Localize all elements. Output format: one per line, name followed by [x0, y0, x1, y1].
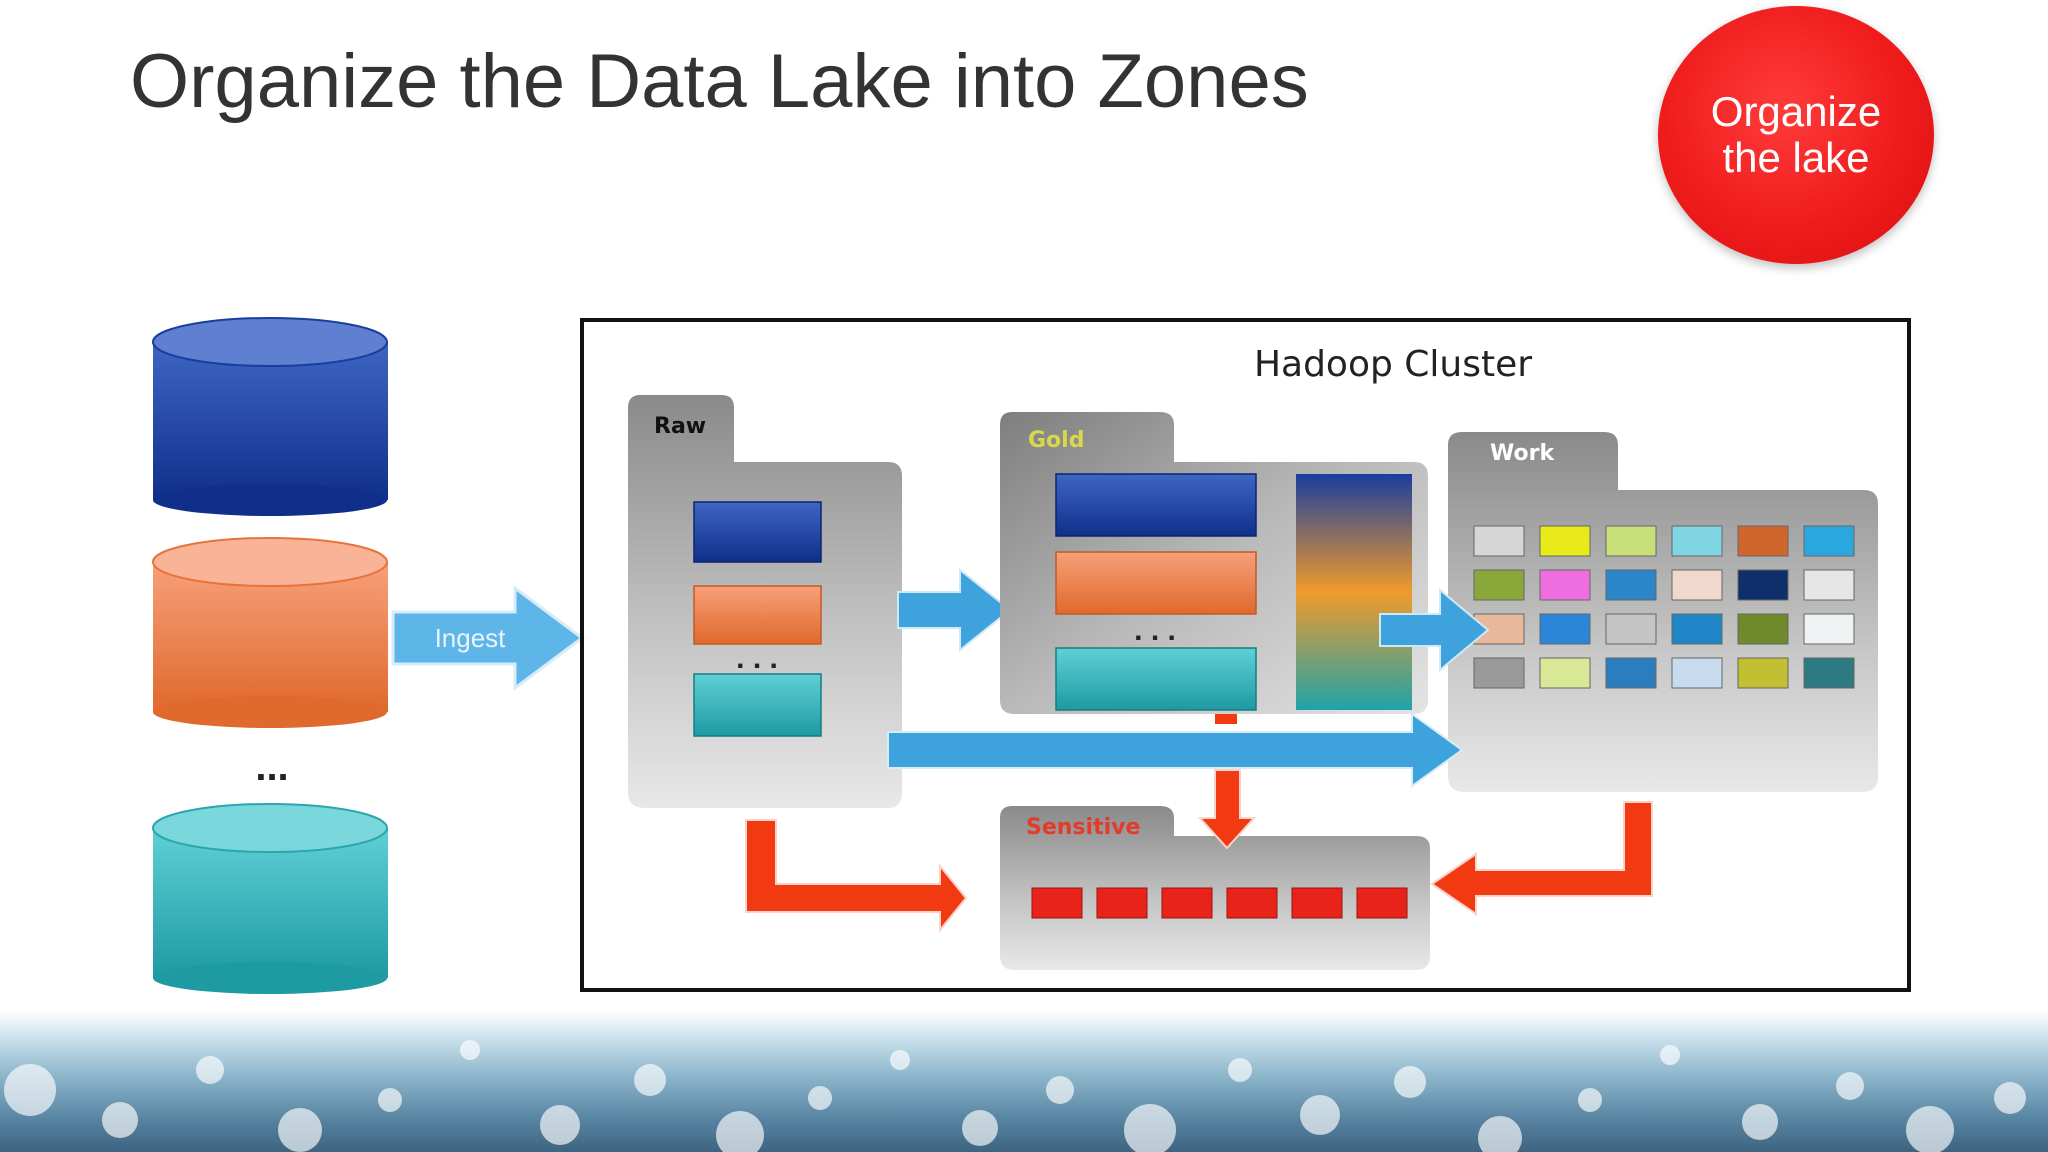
gold-zone-folder: Gold . . .	[1000, 412, 1428, 714]
work-label: Work	[1490, 441, 1555, 466]
gold-block-orange	[1055, 551, 1257, 615]
sensitive-zone-folder: Sensitive	[1000, 806, 1430, 970]
gold-gradient-bar	[1296, 474, 1412, 710]
raw-zone-folder: Raw . . .	[628, 395, 902, 808]
arrow-work-to-sensitive	[1430, 801, 1653, 916]
bokeh-dot	[1578, 1088, 1602, 1112]
bokeh-dot	[1742, 1104, 1778, 1140]
bokeh-dot	[1660, 1045, 1680, 1065]
work-block-grid	[1473, 525, 1855, 689]
work-block	[1671, 613, 1723, 645]
bokeh-dot	[1836, 1072, 1864, 1100]
work-block	[1737, 525, 1789, 557]
work-block	[1737, 613, 1789, 645]
work-block	[1473, 525, 1525, 557]
bokeh-dot	[890, 1050, 910, 1070]
bokeh-dot	[1046, 1076, 1074, 1104]
ingest-label: Ingest	[435, 623, 507, 653]
bokeh-dot	[716, 1111, 764, 1152]
bokeh-dot	[634, 1064, 666, 1096]
work-block	[1605, 657, 1657, 689]
sensitive-block	[1031, 887, 1083, 919]
work-block	[1803, 657, 1855, 689]
work-block	[1473, 657, 1525, 689]
work-block	[1671, 657, 1723, 689]
gold-block-teal	[1055, 647, 1257, 711]
work-block	[1539, 657, 1591, 689]
bokeh-dot	[4, 1064, 56, 1116]
bokeh-dot	[1994, 1082, 2026, 1114]
ingest-arrow: Ingest	[391, 585, 585, 691]
bokeh-dot	[1300, 1095, 1340, 1135]
work-block	[1737, 657, 1789, 689]
raw-ellipsis: . . .	[736, 642, 778, 675]
work-zone-folder: Work	[1448, 432, 1878, 792]
work-block	[1605, 569, 1657, 601]
slide-title: Organize the Data Lake into Zones	[130, 39, 1309, 124]
sensitive-block	[1096, 887, 1148, 919]
bokeh-dot	[278, 1108, 322, 1152]
work-block	[1605, 525, 1657, 557]
bokeh-dot	[808, 1086, 832, 1110]
work-block	[1671, 525, 1723, 557]
gold-block-blue	[1055, 473, 1257, 537]
sensitive-label: Sensitive	[1026, 815, 1140, 840]
bokeh-dot	[1478, 1116, 1522, 1152]
sensitive-block	[1161, 887, 1213, 919]
bokeh-dot	[1228, 1058, 1252, 1082]
source-ellipsis: ...	[255, 745, 288, 789]
raw-block-blue	[693, 501, 822, 563]
hadoop-cluster-title: Hadoop Cluster	[1254, 344, 1532, 385]
work-block	[1473, 569, 1525, 601]
raw-label: Raw	[654, 414, 706, 439]
work-block	[1803, 569, 1855, 601]
bokeh-background-strip	[0, 1010, 2048, 1152]
arrow-raw-to-sensitive	[745, 819, 968, 933]
work-block	[1803, 525, 1855, 557]
bokeh-dot	[1124, 1104, 1176, 1152]
work-block	[1539, 569, 1591, 601]
bokeh-dot	[102, 1102, 138, 1138]
work-block	[1539, 525, 1591, 557]
gold-label: Gold	[1028, 428, 1084, 453]
organize-lake-badge: Organize the lake	[1658, 6, 1934, 264]
bokeh-dot	[196, 1056, 224, 1084]
gold-ellipsis: . . .	[1134, 614, 1176, 647]
arrow-gold-to-work	[1379, 587, 1490, 673]
badge-text: Organize the lake	[1710, 88, 1882, 181]
sensitive-block	[1291, 887, 1343, 919]
red-marker	[1215, 714, 1237, 724]
work-block	[1737, 569, 1789, 601]
source-db-teal	[152, 803, 388, 994]
work-block	[1539, 613, 1591, 645]
source-db-orange	[152, 537, 388, 728]
bokeh-dot	[962, 1110, 998, 1146]
work-block	[1671, 569, 1723, 601]
sensitive-block-row	[1031, 887, 1408, 919]
raw-block-teal	[693, 673, 822, 737]
sensitive-block	[1226, 887, 1278, 919]
bokeh-dot	[460, 1040, 480, 1060]
source-db-blue	[152, 317, 388, 516]
sensitive-block	[1356, 887, 1408, 919]
arrow-gold-to-sensitive	[1197, 769, 1257, 850]
raw-block-orange	[693, 585, 822, 645]
arrow-raw-to-gold	[897, 567, 1012, 653]
bokeh-dot	[1394, 1066, 1426, 1098]
arrow-raw-to-work	[887, 712, 1464, 788]
bokeh-dot	[378, 1088, 402, 1112]
work-block	[1803, 613, 1855, 645]
bokeh-dot	[540, 1105, 580, 1145]
work-block	[1605, 613, 1657, 645]
bokeh-dot	[1906, 1106, 1954, 1152]
